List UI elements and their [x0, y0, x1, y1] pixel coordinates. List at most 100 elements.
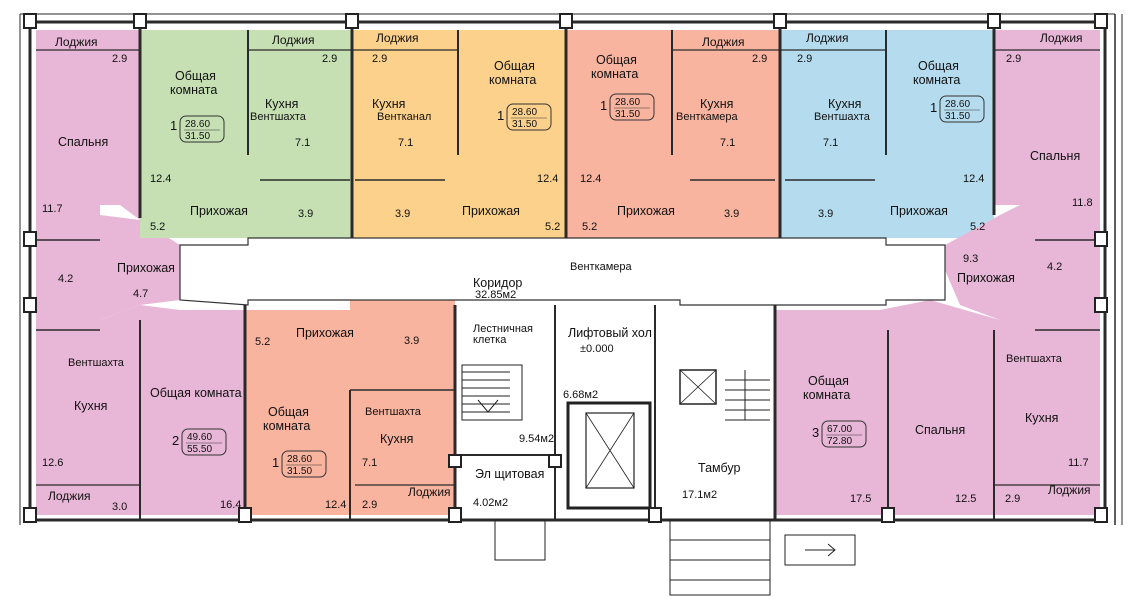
badge-apartment-a5[interactable]: 2 49.60 55.50 — [172, 428, 227, 456]
apartment-zone-top-left[interactable] — [36, 30, 140, 250]
svg-text:11.7: 11.7 — [42, 203, 63, 215]
loggia-label: Лоджия — [1048, 483, 1091, 497]
svg-text:31.50: 31.50 — [185, 131, 210, 142]
apartment-zone-left-hall[interactable] — [36, 215, 180, 320]
bedroom-label: Спальня — [915, 423, 965, 437]
svg-text:4.2: 4.2 — [1047, 261, 1062, 273]
svg-text:28.60: 28.60 — [945, 99, 970, 110]
apartment-zone-bottom-right[interactable] — [775, 300, 1100, 515]
bedroom-label: Спальня — [58, 135, 108, 149]
svg-text:комната: комната — [913, 73, 960, 87]
svg-text:2.9: 2.9 — [112, 53, 127, 65]
svg-text:±0.000: ±0.000 — [580, 343, 614, 355]
channel-label: Вентканал — [377, 111, 431, 123]
svg-text:Общая: Общая — [268, 405, 309, 419]
svg-text:Общая: Общая — [494, 59, 535, 73]
svg-text:72.80: 72.80 — [827, 436, 852, 447]
badge-apartment-a3[interactable]: 1 28.60 31.50 — [600, 93, 655, 121]
svg-text:17.5: 17.5 — [850, 493, 871, 505]
svg-text:9.3: 9.3 — [963, 253, 978, 265]
svg-text:11.8: 11.8 — [1072, 197, 1093, 209]
svg-text:2.9: 2.9 — [362, 499, 377, 511]
shaft-label: Вентшахта — [365, 406, 422, 418]
lift-hall-label: Лифтовый хол — [568, 326, 652, 340]
loggia-label: Лоджия — [1040, 31, 1083, 45]
svg-text:Общая: Общая — [596, 53, 637, 67]
badge-apartment-a7[interactable]: 3 67.00 72.80 — [812, 420, 867, 448]
svg-text:28.60: 28.60 — [287, 454, 312, 465]
svg-text:32.85м2: 32.85м2 — [475, 289, 516, 301]
svg-text:31.50: 31.50 — [945, 111, 970, 122]
svg-text:55.50: 55.50 — [187, 444, 212, 455]
loggia-label: Лоджия — [272, 33, 315, 47]
svg-text:5.2: 5.2 — [582, 221, 597, 233]
loggia-label: Лоджия — [408, 485, 451, 499]
kitchen-label: Кухня — [380, 432, 413, 446]
svg-text:6.68м2: 6.68м2 — [563, 389, 598, 401]
corridor[interactable] — [179, 237, 946, 306]
loggia-label: Лоджия — [48, 489, 91, 503]
svg-text:4.2: 4.2 — [58, 273, 73, 285]
svg-text:12.4: 12.4 — [537, 173, 558, 185]
svg-text:комната: комната — [489, 73, 536, 87]
badge-apartment-a2[interactable]: 1 28.60 31.50 — [497, 103, 552, 131]
shaft-label: Вентшахта — [68, 357, 125, 369]
elec-room-label: Эл щитовая — [475, 467, 544, 481]
svg-text:4.02м2: 4.02м2 — [473, 497, 508, 509]
kitchen-label: Кухня — [828, 97, 861, 111]
svg-text:5.2: 5.2 — [970, 221, 985, 233]
shaft-label: Вентшахта — [1006, 353, 1063, 365]
svg-text:7.1: 7.1 — [823, 137, 838, 149]
svg-text:16.4: 16.4 — [220, 499, 241, 511]
svg-text:3.9: 3.9 — [298, 208, 313, 220]
svg-text:1: 1 — [600, 98, 607, 113]
hall-label: Прихожая — [190, 204, 248, 218]
badge-apartment-a6[interactable]: 1 28.60 31.50 — [272, 450, 327, 478]
svg-text:Общая: Общая — [808, 374, 849, 388]
svg-text:28.60: 28.60 — [615, 97, 640, 108]
svg-text:комната: комната — [591, 67, 638, 81]
svg-text:2.9: 2.9 — [1005, 493, 1020, 505]
chamber-label: Венткамера — [570, 261, 633, 273]
svg-text:3.9: 3.9 — [818, 208, 833, 220]
loggia-label: Лоджия — [55, 35, 98, 49]
hall-label: Прихожая — [957, 271, 1015, 285]
svg-text:9.54м2: 9.54м2 — [519, 433, 554, 445]
svg-text:3.9: 3.9 — [404, 335, 419, 347]
columns — [23, 13, 1108, 523]
svg-text:11.7: 11.7 — [1068, 457, 1089, 469]
svg-text:2.9: 2.9 — [322, 53, 337, 65]
svg-text:2: 2 — [172, 433, 179, 448]
svg-text:1: 1 — [930, 100, 937, 115]
loggia-label: Лоджия — [702, 35, 745, 49]
svg-text:12.4: 12.4 — [580, 173, 601, 185]
svg-text:Общая: Общая — [918, 59, 959, 73]
core — [461, 364, 856, 596]
vestibule-label: Тамбур — [698, 461, 740, 475]
svg-text:12.6: 12.6 — [42, 457, 63, 469]
hall-label: Прихожая — [890, 204, 948, 218]
svg-text:3.9: 3.9 — [724, 208, 739, 220]
stairs[interactable] — [461, 364, 523, 421]
svg-text:49.60: 49.60 — [187, 432, 212, 443]
badge-apartment-a1[interactable]: 1 28.60 31.50 — [170, 115, 225, 143]
hall-label: Прихожая — [462, 204, 520, 218]
badge-apartment-a4[interactable]: 1 28.60 31.50 — [930, 95, 985, 123]
svg-text:12.4: 12.4 — [325, 499, 346, 511]
svg-text:67.00: 67.00 — [827, 424, 852, 435]
svg-text:комната: комната — [803, 388, 850, 402]
svg-text:3.9: 3.9 — [395, 208, 410, 220]
lift-shaft[interactable] — [566, 401, 652, 510]
svg-text:4.7: 4.7 — [133, 288, 148, 300]
svg-text:1: 1 — [170, 118, 177, 133]
svg-text:2.9: 2.9 — [752, 53, 767, 65]
apartment-zone-green[interactable] — [140, 30, 352, 238]
apartment-zone-top-right[interactable] — [945, 30, 1100, 320]
kitchen-label: Кухня — [372, 97, 405, 111]
svg-text:2.9: 2.9 — [1006, 53, 1021, 65]
apartment-badges: 1 28.60 31.50 1 28.60 31.50 1 28.60 31.5… — [170, 93, 985, 478]
svg-text:1: 1 — [497, 108, 504, 123]
svg-text:5.2: 5.2 — [255, 336, 270, 348]
svg-text:3: 3 — [812, 425, 819, 440]
